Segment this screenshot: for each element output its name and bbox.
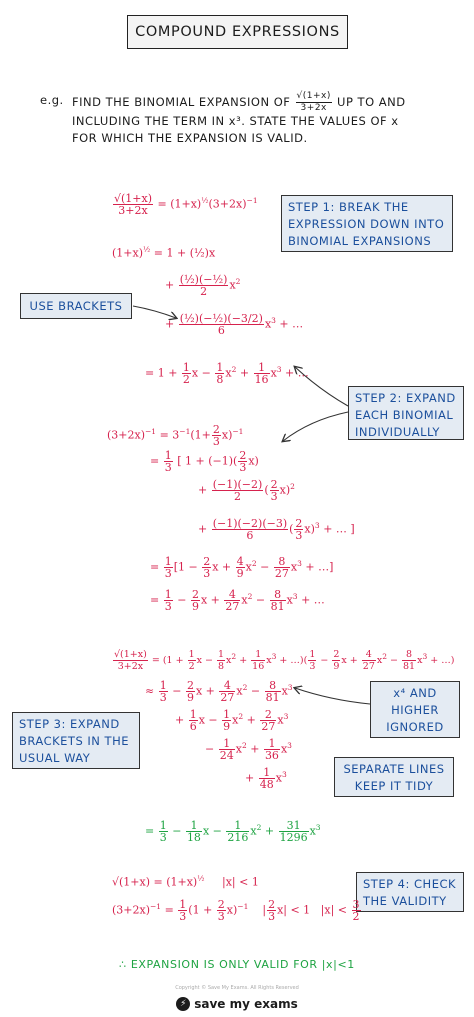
frac-num: √(1+x) (295, 91, 332, 103)
question-text: FIND THE BINOMIAL EXPANSION OF (72, 95, 291, 109)
copyright: Copyright © Save My Exams. All Rights Re… (175, 985, 299, 991)
question-fraction: √(1+x)3+2x (295, 91, 332, 114)
separate-lines-callout: SEPARATE LINES KEEP IT TIDY (334, 757, 454, 797)
question-eg: e.g. (40, 93, 64, 107)
x4-ignored-callout: x⁴ AND HIGHER IGNORED (370, 681, 460, 738)
frac: √(1+x)3+2x (113, 192, 154, 217)
step4-callout: STEP 4: CHECK THE VALIDITY (356, 872, 464, 912)
conclusion: ∴ EXPANSION IS ONLY VALID FOR |x|<1 (119, 958, 355, 971)
question-line-2: INCLUDING THE TERM IN x³. STATE THE VALU… (72, 114, 399, 128)
page-title: COMPOUND EXPRESSIONS (127, 15, 348, 49)
page-title-text: COMPOUND EXPRESSIONS (135, 24, 340, 40)
brand-logo: ⚡save my exams (0, 993, 474, 1012)
step2-callout: STEP 2: EXPAND EACH BINOMIAL INDIVIDUALL… (348, 386, 464, 440)
brand-text: save my exams (194, 997, 298, 1011)
frac-den: 3+2x (300, 103, 327, 113)
x4-arrow (295, 688, 371, 705)
use-brackets-callout: USE BRACKETS (20, 293, 132, 319)
use-brackets-arrow (132, 305, 176, 318)
step2-arrow-up (295, 367, 349, 407)
math-line-2: (1+x)½ = 1 + (½)x (112, 245, 216, 260)
step2-arrow-down (283, 411, 349, 441)
brand-icon: ⚡ (176, 996, 191, 1011)
question-text: UP TO AND (337, 95, 406, 109)
validity-line-1: √(1+x) = (1+x)½ |x| < 1 (112, 874, 259, 889)
question-line-1: FIND THE BINOMIAL EXPANSION OF √(1+x)3+2… (72, 91, 406, 114)
math-line-1: √(1+x)3+2x = (1+x)½(3+2x)−1 (113, 192, 258, 217)
question-line-3: FOR WHICH THE EXPANSION IS VALID. (72, 131, 308, 145)
step3-callout: STEP 3: EXPAND BRACKETS IN THE USUAL WAY (12, 712, 140, 769)
step1-callout: STEP 1: BREAK THE EXPRESSION DOWN INTO B… (281, 195, 453, 252)
